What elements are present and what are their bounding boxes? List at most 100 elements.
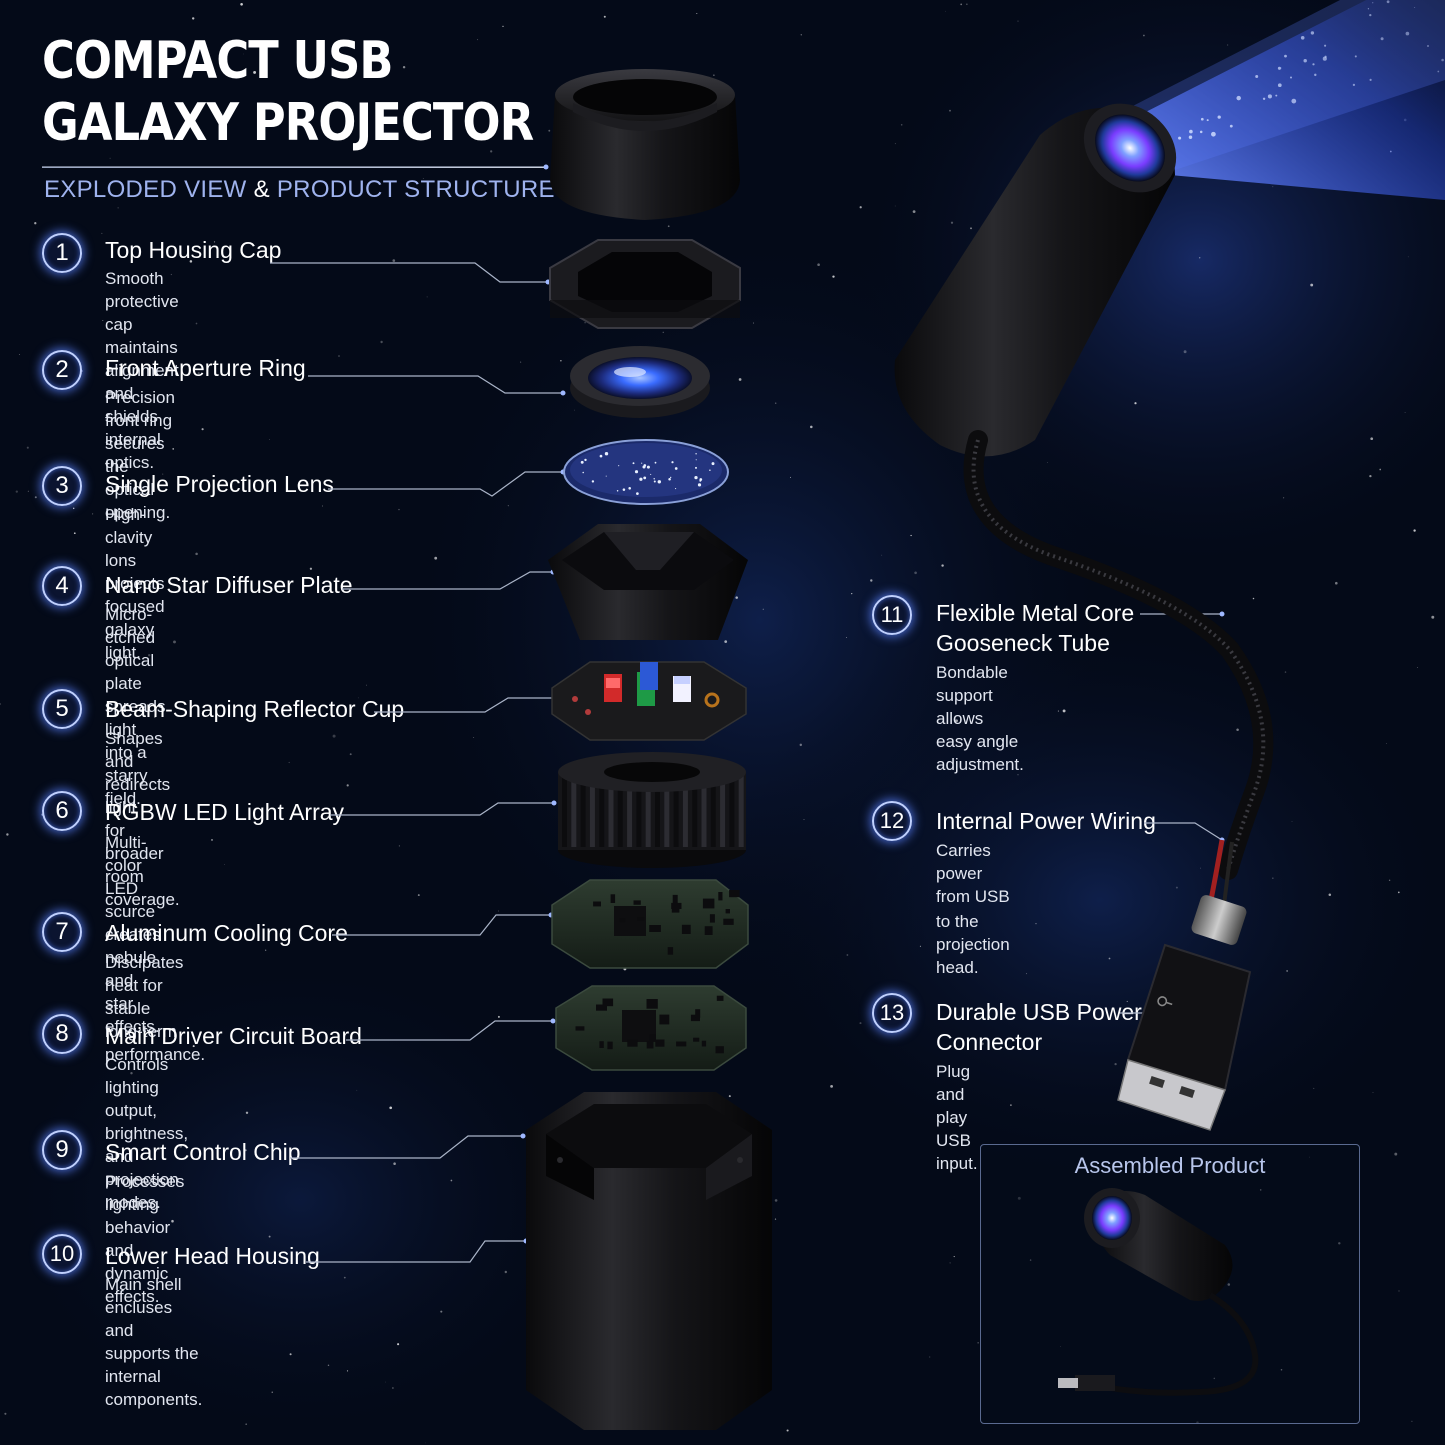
background-star: [914, 571, 917, 575]
background-star: [450, 1179, 453, 1182]
background-star: [1370, 437, 1374, 441]
desc-line: to the projection head.: [936, 912, 1010, 977]
desc-line: and dynamic effects.: [105, 1241, 169, 1306]
background-star: [601, 782, 604, 784]
background-star: [953, 1256, 955, 1258]
number-badge: 5: [42, 689, 82, 729]
background-star: [900, 124, 903, 126]
background-star: [1035, 922, 1037, 925]
background-star: [309, 567, 313, 570]
background-star: [686, 1047, 689, 1049]
background-star: [618, 1011, 621, 1014]
background-star: [1167, 1067, 1171, 1070]
background-star: [213, 241, 216, 243]
background-star: [1149, 1000, 1151, 1002]
background-star: [634, 107, 638, 111]
background-star: [502, 25, 504, 28]
background-star: [898, 366, 901, 369]
number-badge: 12: [872, 801, 912, 841]
background-star: [859, 206, 862, 209]
background-star: [1386, 743, 1387, 744]
title-line-1: COMPACT USB: [42, 31, 394, 91]
background-star: [800, 34, 802, 36]
desc-line: Processes lighting behavior: [105, 1172, 185, 1237]
component-desc: Processes lighting behavior and dynamic …: [105, 1170, 184, 1308]
component-title-line-2: Gooseneck Tube: [936, 630, 1110, 656]
background-star: [1284, 671, 1287, 673]
component-desc: Carries power from USB to the projection…: [936, 839, 1010, 979]
background-star: [859, 1022, 862, 1025]
desc-line: creates nebule and: [105, 925, 161, 990]
background-star: [117, 207, 119, 209]
background-star: [197, 372, 200, 375]
number-badge: 4: [42, 566, 82, 606]
background-star: [1026, 973, 1028, 975]
background-star: [717, 1014, 721, 1017]
background-star: [949, 1262, 951, 1264]
background-star: [687, 947, 690, 950]
background-star: [582, 776, 585, 779]
background-star: [1159, 595, 1161, 596]
background-star: [1143, 34, 1145, 37]
desc-line: Micro-ctched optical plate: [105, 605, 156, 693]
component-desc: Main shell encluses and supports the int…: [105, 1273, 202, 1411]
background-star: [690, 598, 692, 600]
background-star: [402, 65, 406, 69]
background-star: [1372, 2, 1374, 4]
background-star: [623, 967, 627, 971]
background-star: [1404, 412, 1406, 414]
background-star: [326, 816, 329, 819]
background-star: [738, 378, 742, 381]
background-star: [268, 1235, 271, 1238]
background-star: [724, 640, 728, 643]
background-star: [657, 798, 661, 801]
background-star: [490, 150, 493, 153]
background-star: [201, 428, 204, 431]
background-star: [434, 556, 438, 560]
background-star: [507, 505, 509, 507]
desc-line: secures the optical: [105, 434, 165, 499]
component-desc: Bondable support allows easy angle adjus…: [936, 661, 1024, 776]
background-star: [1369, 474, 1372, 478]
background-star: [1335, 581, 1338, 585]
background-star: [799, 743, 803, 747]
background-star: [894, 143, 896, 145]
background-star: [1205, 1078, 1209, 1081]
background-star: [851, 592, 853, 595]
component-desc: High-clavity lons projects focused galax…: [105, 503, 165, 664]
background-star: [497, 1015, 500, 1018]
background-star: [288, 761, 290, 764]
desc-line: components.: [105, 1390, 203, 1409]
background-star: [179, 1144, 183, 1148]
background-star: [34, 222, 37, 225]
background-star: [268, 438, 270, 440]
background-star: [398, 845, 400, 847]
desc-line: High-clavity lons projects: [105, 505, 165, 593]
background-star: [620, 96, 622, 98]
background-star: [870, 579, 873, 582]
background-star: [356, 1089, 358, 1091]
background-star: [603, 15, 606, 18]
component-title-line-1: Flexible Metal Core: [936, 600, 1135, 626]
background-star: [584, 321, 586, 324]
background-star: [72, 507, 75, 510]
background-star: [192, 17, 195, 20]
title-divider: [42, 167, 547, 168]
background-star: [980, 1042, 984, 1046]
background-star: [721, 191, 725, 195]
background-star: [966, 3, 968, 5]
background-star: [245, 1111, 249, 1115]
background-star: [1328, 893, 1332, 897]
background-star: [937, 321, 941, 325]
background-star: [663, 1340, 666, 1343]
background-star: [162, 473, 164, 475]
background-star: [473, 737, 475, 738]
background-star: [667, 225, 670, 228]
subtitle-part-1: EXPLODED VIEW: [44, 176, 247, 203]
background-star: [1108, 957, 1111, 960]
background-star: [147, 653, 151, 657]
component-title: Single Projection Lens: [105, 471, 334, 497]
background-star: [1057, 710, 1059, 712]
background-star: [774, 1218, 777, 1220]
background-star: [728, 1095, 731, 1098]
